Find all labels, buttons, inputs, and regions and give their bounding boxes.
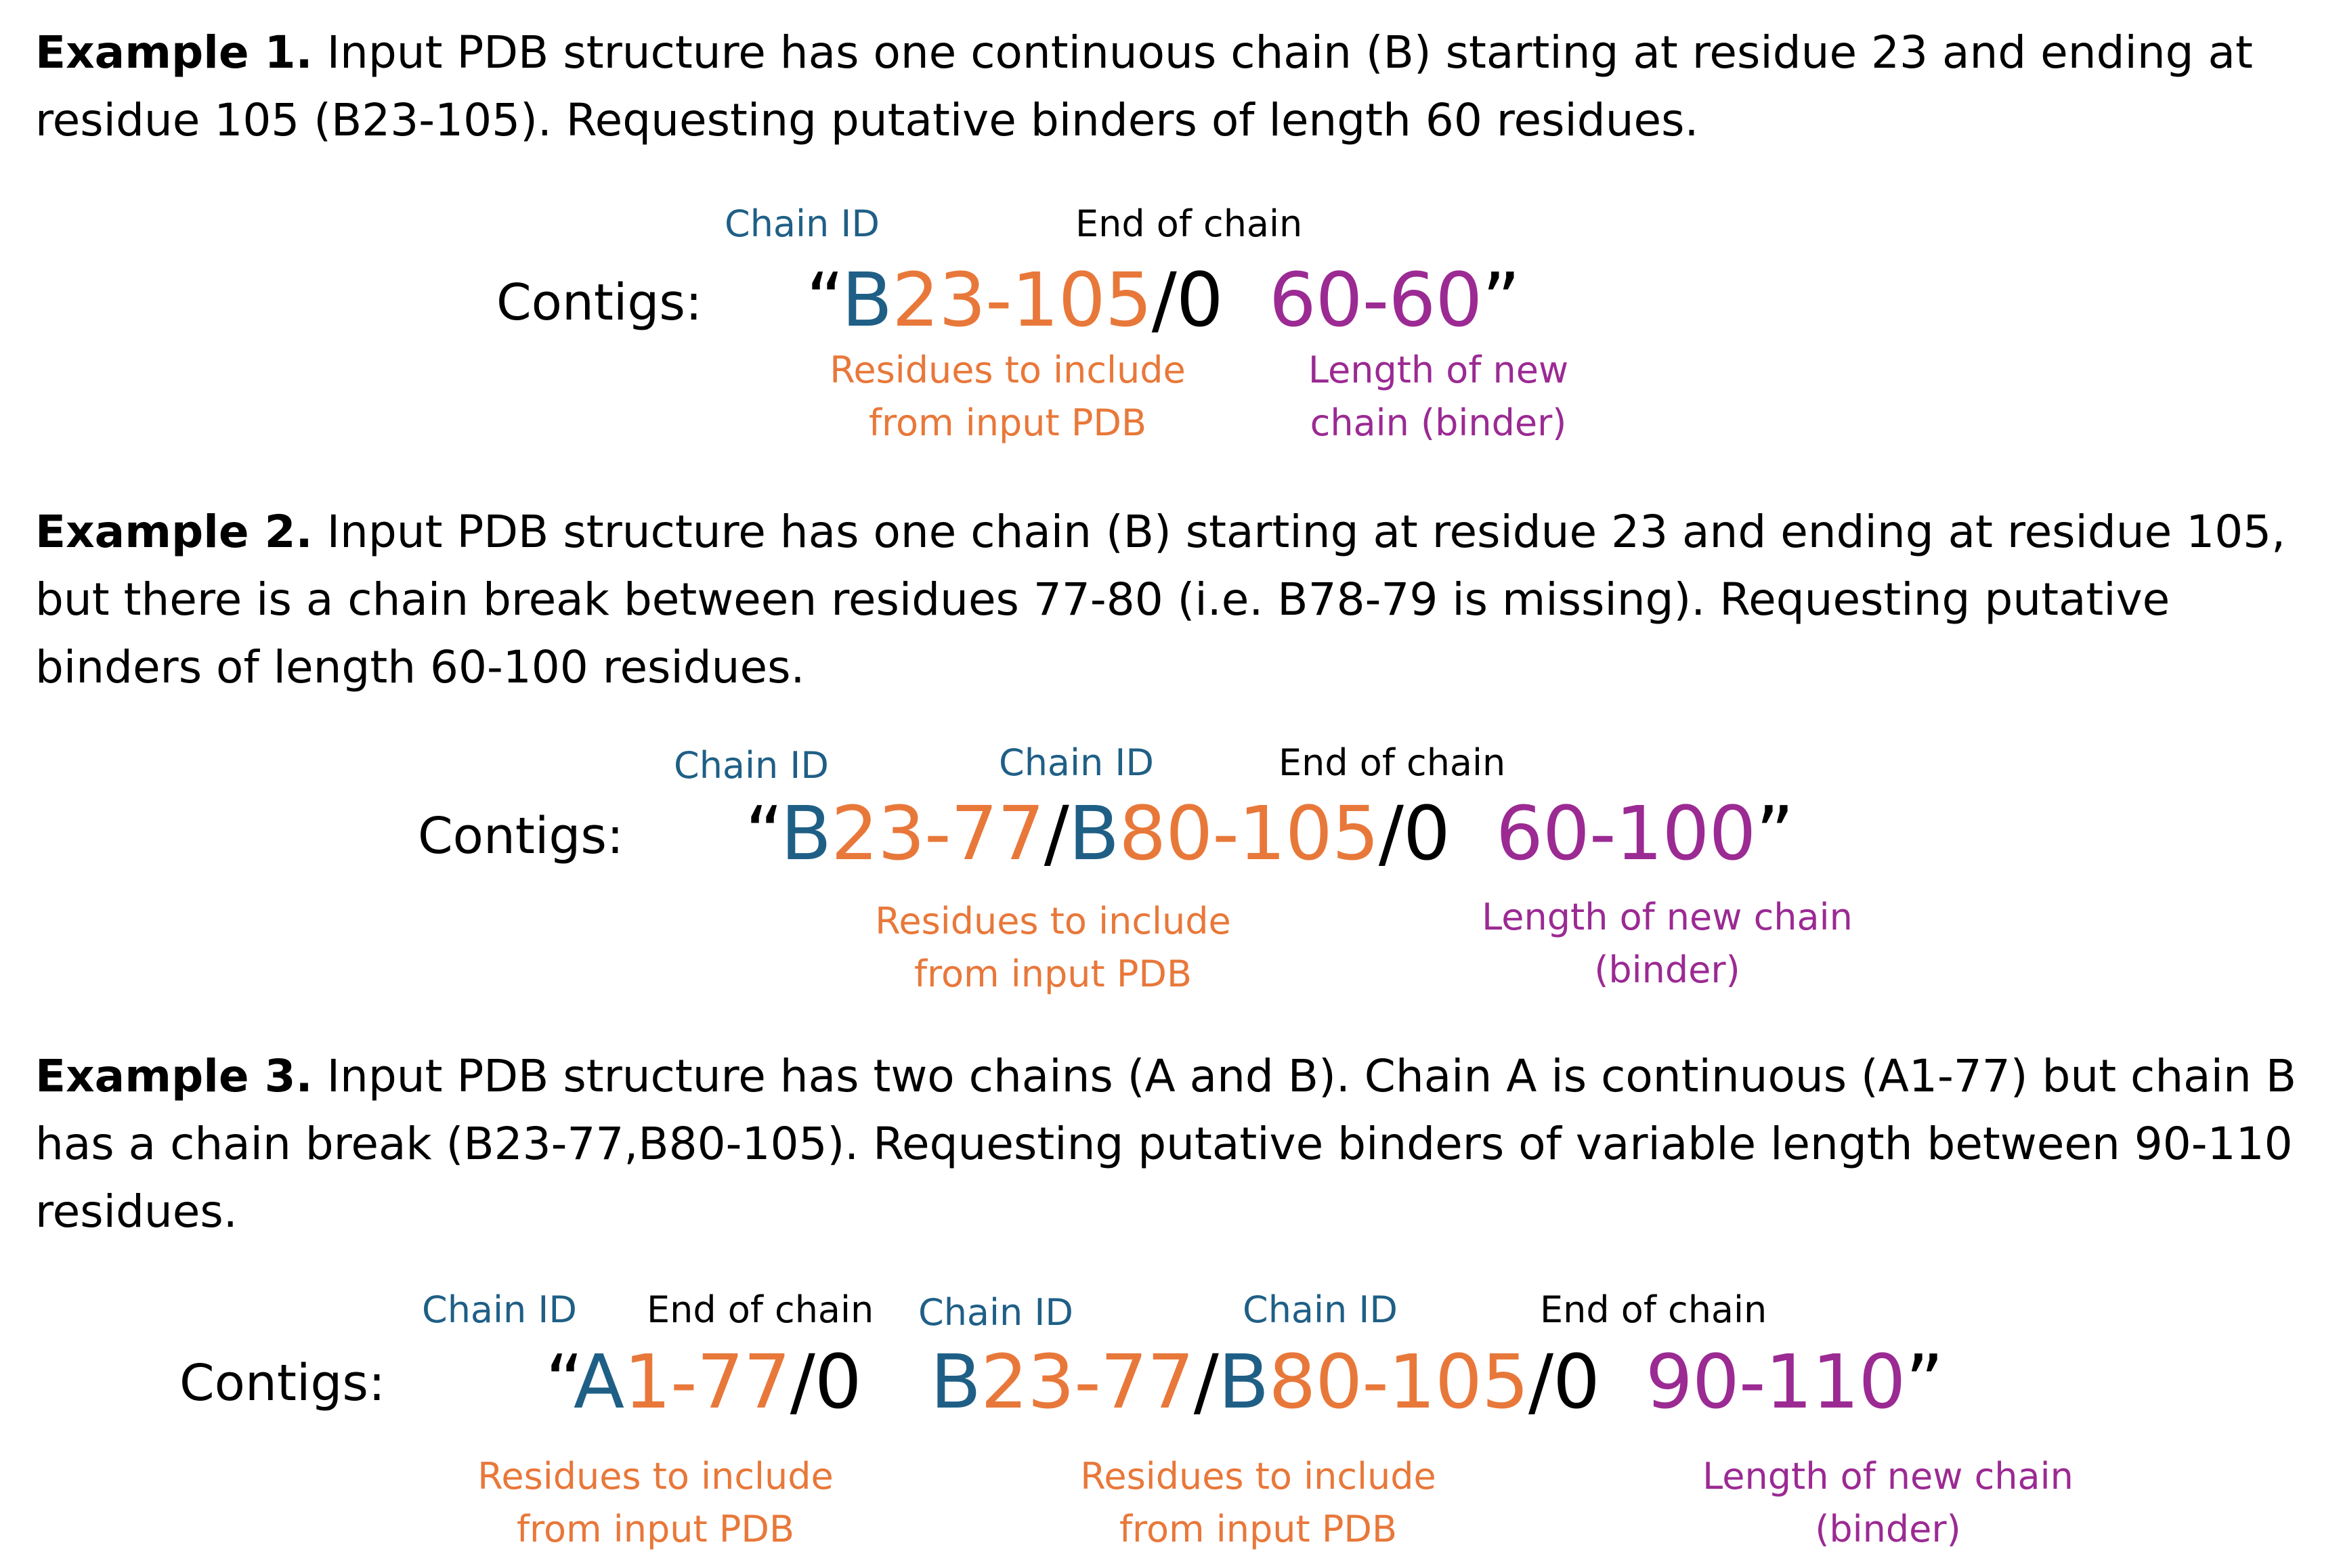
contig-segment-text: ” xyxy=(1905,1338,1944,1425)
example-2-text: Input PDB structure has one chain (B) st… xyxy=(35,506,2286,693)
example-3-chain-id-label-3: Chain ID xyxy=(1243,1288,1398,1331)
example-3-end-of-chain-label-2: End of chain xyxy=(1540,1288,1767,1331)
contig-segment-chain_id: B xyxy=(1068,790,1119,877)
contig-segment-binder: 60-60 xyxy=(1268,257,1483,343)
example-1-heading: Example 1. xyxy=(35,26,313,79)
contig-segment-chain_id: B xyxy=(780,790,832,877)
contig-segment-residues: 80-105 xyxy=(1268,1338,1529,1425)
example-2-description: Example 2. Input PDB structure has one c… xyxy=(35,498,2311,701)
example-1-contigs-label: Contigs: xyxy=(496,274,702,332)
example-3-contigs-label: Contigs: xyxy=(179,1354,385,1412)
example-3-heading: Example 3. xyxy=(35,1050,313,1102)
example-1-contigs-code: “B23-105/0 60-60” xyxy=(806,263,1520,337)
contig-segment-chain_id: B xyxy=(930,1338,981,1425)
contig-segment-text xyxy=(1599,1338,1646,1425)
example-3-text: Input PDB structure has two chains (A an… xyxy=(35,1050,2297,1238)
contig-segment-text xyxy=(1223,257,1269,343)
contig-segment-binder: 90-110 xyxy=(1645,1338,1906,1425)
example-2-residues-label: Residues to include from input PDB xyxy=(875,900,1231,995)
example-3-chain-id-label-1: Chain ID xyxy=(422,1288,577,1331)
example-2-contigs-code: “B23-77/B80-105/0 60-100” xyxy=(745,796,1794,871)
contig-segment-residues: 23-105 xyxy=(892,257,1153,343)
example-3-end-of-chain-label-1: End of chain xyxy=(647,1288,874,1331)
contig-segment-text: /0 xyxy=(1378,790,1451,877)
contig-segment-chain_id: B xyxy=(1218,1338,1269,1425)
example-1-description: Example 1. Input PDB structure has one c… xyxy=(35,19,2311,154)
contig-segment-chain_id: A xyxy=(573,1338,624,1425)
example-2-chain-id-label-1: Chain ID xyxy=(674,744,829,787)
example-1-binder-length-label: Length of new chain (binder) xyxy=(1308,349,1569,444)
contig-segment-text: “ xyxy=(745,790,781,877)
example-2-binder-length-label: Length of new chain (binder) xyxy=(1482,896,1853,991)
contig-segment-text: / xyxy=(1193,1338,1219,1425)
example-2-chain-id-label-2: Chain ID xyxy=(999,741,1154,784)
example-2-heading: Example 2. xyxy=(35,506,313,558)
contig-segment-residues: 80-105 xyxy=(1119,790,1379,877)
contig-segment-text: /0 xyxy=(1151,257,1224,343)
example-2-contigs-label: Contigs: xyxy=(418,807,624,865)
contig-segment-text: / xyxy=(1044,790,1069,877)
example-3-contigs-code: “A1-77/0 B23-77/B80-105/0 90-110” xyxy=(545,1345,1944,1419)
example-3-description: Example 3. Input PDB structure has two c… xyxy=(35,1043,2311,1246)
example-1-end-of-chain-label: End of chain xyxy=(1075,202,1303,245)
contig-segment-residues: 1-77 xyxy=(624,1338,791,1425)
contig-segment-text: /0 xyxy=(1528,1338,1600,1425)
contig-segment-text: /0 xyxy=(790,1338,862,1425)
example-3-binder-length-label: Length of new chain (binder) xyxy=(1702,1455,2074,1550)
example-1-text: Input PDB structure has one continuous c… xyxy=(35,26,2253,146)
contig-segment-text xyxy=(1450,790,1496,877)
example-1-chain-id-label: Chain ID xyxy=(725,202,880,245)
example-3-residues-label-1: Residues to include from input PDB xyxy=(477,1455,834,1550)
contig-segment-residues: 23-77 xyxy=(831,790,1045,877)
contig-segment-residues: 23-77 xyxy=(981,1338,1195,1425)
contig-segment-text xyxy=(861,1338,930,1425)
contig-segment-text: “ xyxy=(806,257,842,343)
contig-segment-binder: 60-100 xyxy=(1495,790,1757,877)
example-2-end-of-chain-label: End of chain xyxy=(1279,741,1506,784)
contig-segment-text: ” xyxy=(1755,790,1794,877)
example-3-residues-label-2: Residues to include from input PDB xyxy=(1080,1455,1436,1550)
example-3-chain-id-label-2: Chain ID xyxy=(918,1291,1073,1334)
contig-segment-chain_id: B xyxy=(841,257,893,343)
contig-segment-text: ” xyxy=(1482,257,1520,343)
contig-segment-text: “ xyxy=(545,1338,574,1425)
example-1-residues-label: Residues to include from input PDB xyxy=(830,349,1186,444)
